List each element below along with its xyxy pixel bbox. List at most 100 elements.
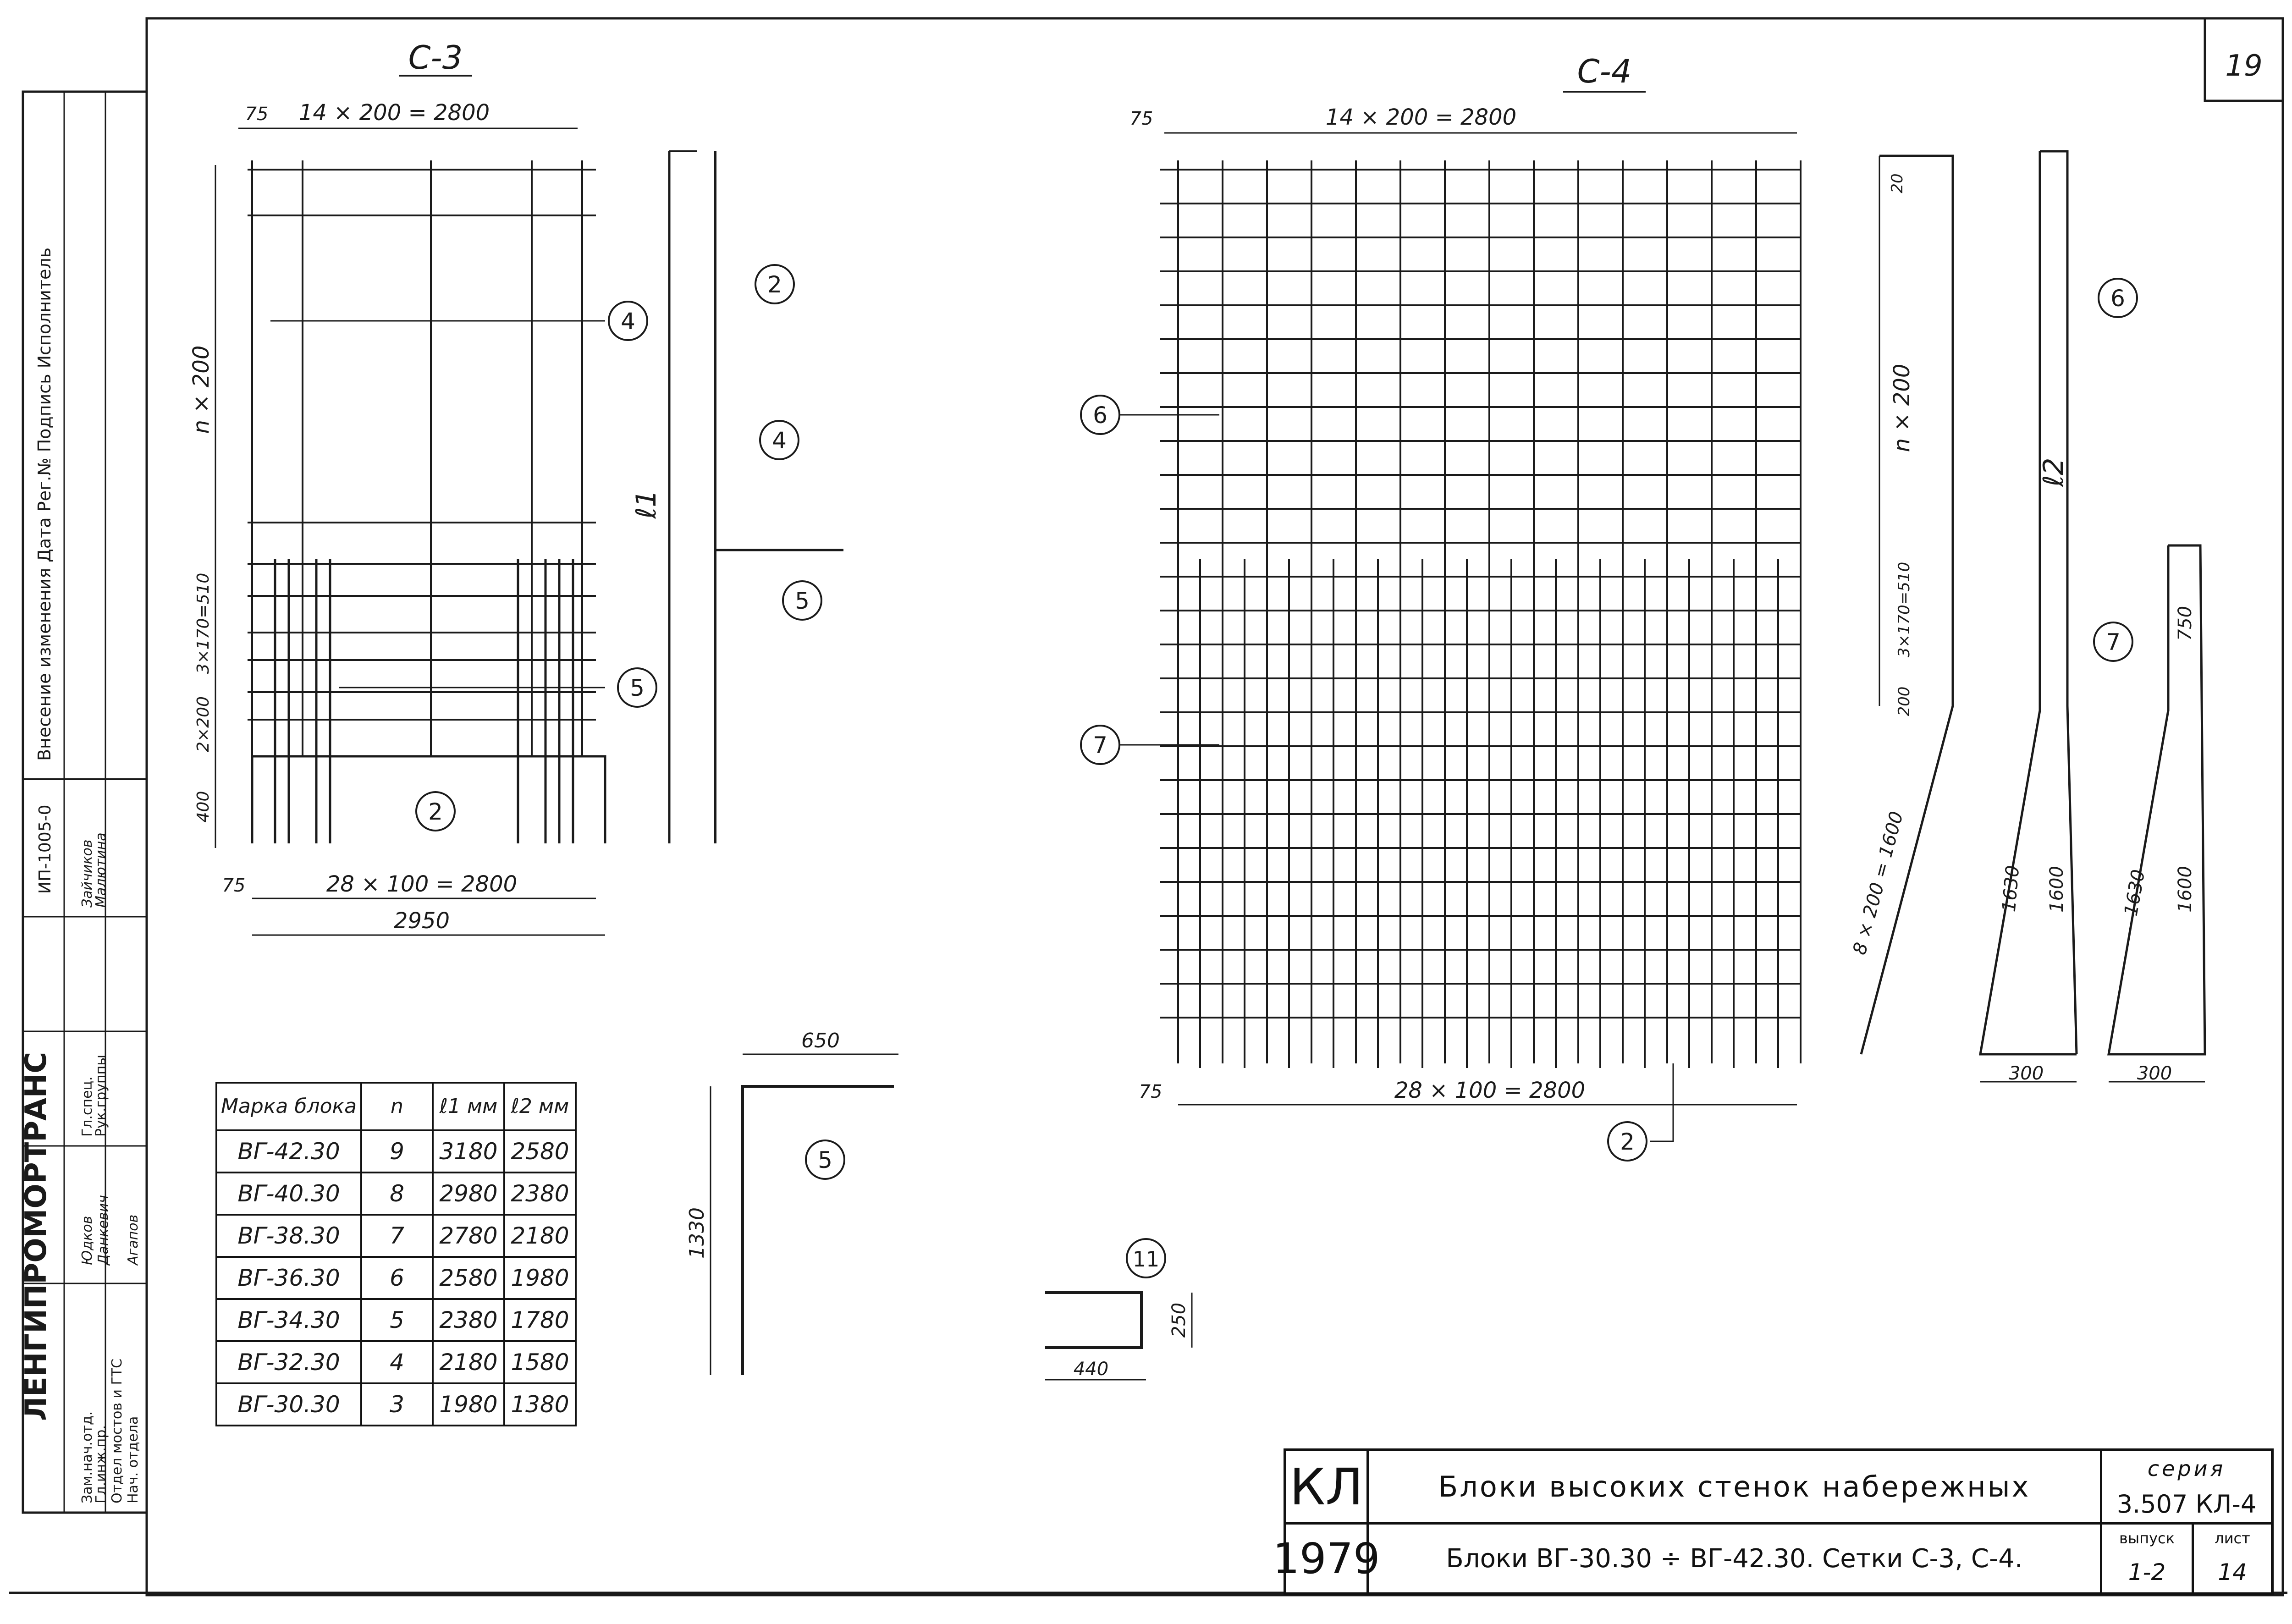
c4-side-label: ℓ2: [2038, 458, 2070, 487]
cell-n: 3: [360, 1382, 434, 1426]
stamp-role-1: Зам.нач.отд.: [79, 1411, 95, 1503]
c4-dim-n200: n × 200: [1889, 364, 1915, 452]
title-block-org: КЛ: [1286, 1451, 1369, 1525]
c4-vertical-bars: [1177, 160, 1802, 1068]
stamp-strip: Внесение изменения Дата Рег.№ Подпись Ис…: [19, 90, 148, 1514]
c4-dim-1600-a: 1600: [2046, 866, 2067, 913]
bar-11-detail: 440 250 11: [1045, 1238, 1193, 1381]
table-row: ВГ-32.30 4 2180 1580: [215, 1340, 577, 1384]
bar5-callout: 5: [818, 1147, 832, 1173]
cell-l2: 1980: [503, 1256, 577, 1300]
c3-vertical-bars: [251, 160, 583, 843]
header-mark: Марка блока: [215, 1082, 362, 1131]
cell-l2: 1780: [503, 1298, 577, 1342]
c3-callout-2: 2: [428, 798, 443, 825]
c3-dim-2x200: 2×200: [194, 696, 213, 752]
c4-dim-75-bottom: 75: [1139, 1081, 1163, 1102]
page-number-box: [2204, 17, 2284, 102]
cell-l2: 2380: [503, 1172, 577, 1216]
c3-top-dim: 14 × 200 = 2800: [299, 100, 490, 126]
title-block-title1: Блоки высоких стенок набережных: [1369, 1451, 2102, 1525]
c4-dim-20: 20: [1888, 173, 1906, 193]
title-block-series-label: серия: [2147, 1456, 2226, 1481]
table-row: ВГ-30.30 3 1980 1380: [215, 1382, 577, 1426]
cell-mark: ВГ-38.30: [215, 1214, 362, 1258]
c4-callout-6: 6: [1093, 402, 1107, 429]
stamp-name2-2: Малютина: [93, 832, 109, 908]
cell-l1: 2980: [432, 1172, 505, 1216]
table-row: ВГ-38.30 7 2780 2180: [215, 1214, 577, 1258]
c4-dim-1600-b: 1600: [2175, 866, 2196, 913]
table-row: ВГ-42.30 9 3180 2580: [215, 1129, 577, 1173]
c3-title: С-3: [408, 39, 463, 77]
title-block-sheet-label: лист: [2215, 1530, 2250, 1547]
title-block-issue-label: выпуск: [2102, 1525, 2194, 1552]
c4-top-dim: 14 × 200 = 2800: [1326, 105, 1516, 130]
stamp-role2-1: Гл.спец.: [79, 1076, 95, 1137]
cell-mark: ВГ-34.30: [215, 1298, 362, 1342]
header-l1: ℓ1 мм: [432, 1082, 505, 1131]
stamp-name-3: Агапов: [125, 1215, 141, 1266]
cell-n: 6: [360, 1256, 434, 1300]
table-header-row: Марка блока n ℓ1 мм ℓ2 мм: [215, 1082, 577, 1131]
c4-bottom-dim: 28 × 100 = 2800: [1394, 1078, 1585, 1103]
stamp-org: ЛЕНГИПРОМОРТРАНС: [19, 1052, 53, 1421]
table-row: ВГ-40.30 8 2980 2380: [215, 1172, 577, 1216]
c3-dim-510: 3×170=510: [194, 573, 213, 674]
stamp-name2-1: Зайчиков: [79, 840, 95, 908]
title-block: КЛ 1979 Блоки высоких стенок набережных …: [1273, 1448, 2274, 1595]
title-block-issue: 1-2: [2102, 1552, 2194, 1592]
bar11-callout: 11: [1133, 1247, 1160, 1272]
title-block-title2: Блоки ВГ-30.30 ÷ ВГ-42.30. Сетки С-3, С-…: [1369, 1525, 2102, 1592]
c3-callout-5: 5: [630, 675, 645, 701]
c4-dim-750: 750: [2175, 606, 2196, 641]
c4-side-callout-7: 7: [2106, 629, 2121, 655]
c3-side-callout-5: 5: [795, 588, 810, 614]
c4-title: С-4: [1577, 53, 1632, 90]
cell-mark: ВГ-42.30: [215, 1129, 362, 1173]
stamp-role-2: Гл.инж.пр.: [93, 1425, 109, 1503]
stamp-code: ИП-1005-0: [36, 804, 55, 894]
cell-l2: 1580: [503, 1340, 577, 1384]
cell-mark: ВГ-32.30: [215, 1340, 362, 1384]
mesh-c4: С-4 14 × 200 = 2800 75 28 × 100 = 2800 7…: [1080, 53, 1802, 1162]
stamp-role2-2: Рук.группы: [93, 1055, 109, 1137]
c4-callout-2: 2: [1620, 1129, 1635, 1155]
c3-side-section: ℓ1 2 4 5: [630, 150, 843, 843]
block-dimension-table: Марка блока n ℓ1 мм ℓ2 мм ВГ-42.30 9 318…: [215, 1082, 577, 1426]
cell-mark: ВГ-36.30: [215, 1256, 362, 1300]
cell-n: 5: [360, 1298, 434, 1342]
c4-dim-510: 3×170=510: [1895, 562, 1913, 657]
cell-n: 4: [360, 1340, 434, 1384]
bar5-dim-top: 650: [801, 1029, 840, 1052]
c3-callout-4: 4: [621, 308, 635, 335]
c3-horizontal-bars: [248, 169, 596, 721]
c3-dim-n200: n × 200: [188, 346, 214, 434]
stamp-revision-text: Внесение изменения Дата Рег.№ Подпись Ис…: [34, 248, 55, 761]
cell-n: 8: [360, 1172, 434, 1216]
c4-dim-1600: 8 × 200 = 1600: [1849, 809, 1908, 957]
c4-dim-1630-a: 1630: [1999, 864, 2024, 913]
cell-n: 9: [360, 1129, 434, 1173]
c3-total-width: 2950: [394, 908, 450, 934]
table-row: ВГ-34.30 5 2380 1780: [215, 1298, 577, 1342]
c3-side-callout-2: 2: [767, 271, 782, 298]
cell-l2: 1380: [503, 1382, 577, 1426]
c4-dim-300-a: 300: [2009, 1063, 2044, 1084]
c4-dim-75-top: 75: [1130, 108, 1153, 129]
cell-l1: 2780: [432, 1214, 505, 1258]
title-block-year: 1979: [1273, 1525, 1380, 1592]
cell-l1: 1980: [432, 1382, 505, 1426]
cell-l1: 2180: [432, 1340, 505, 1384]
cell-l1: 2380: [432, 1298, 505, 1342]
cell-mark: ВГ-30.30: [215, 1382, 362, 1426]
c4-dim-1630-b: 1630: [2121, 868, 2149, 918]
mesh-c3: С-3 14 × 200 = 2800 75 n × 200 3×170=510…: [188, 39, 657, 936]
cell-l2: 2580: [503, 1129, 577, 1173]
cell-l1: 2580: [432, 1256, 505, 1300]
c3-side-callout-4: 4: [772, 427, 787, 454]
c3-dim-75-bottom: 75: [222, 875, 246, 896]
stamp-role-3: Отдел мостов и ГТС: [109, 1359, 125, 1503]
bar-5-detail: 650 1330 5: [685, 1029, 898, 1375]
